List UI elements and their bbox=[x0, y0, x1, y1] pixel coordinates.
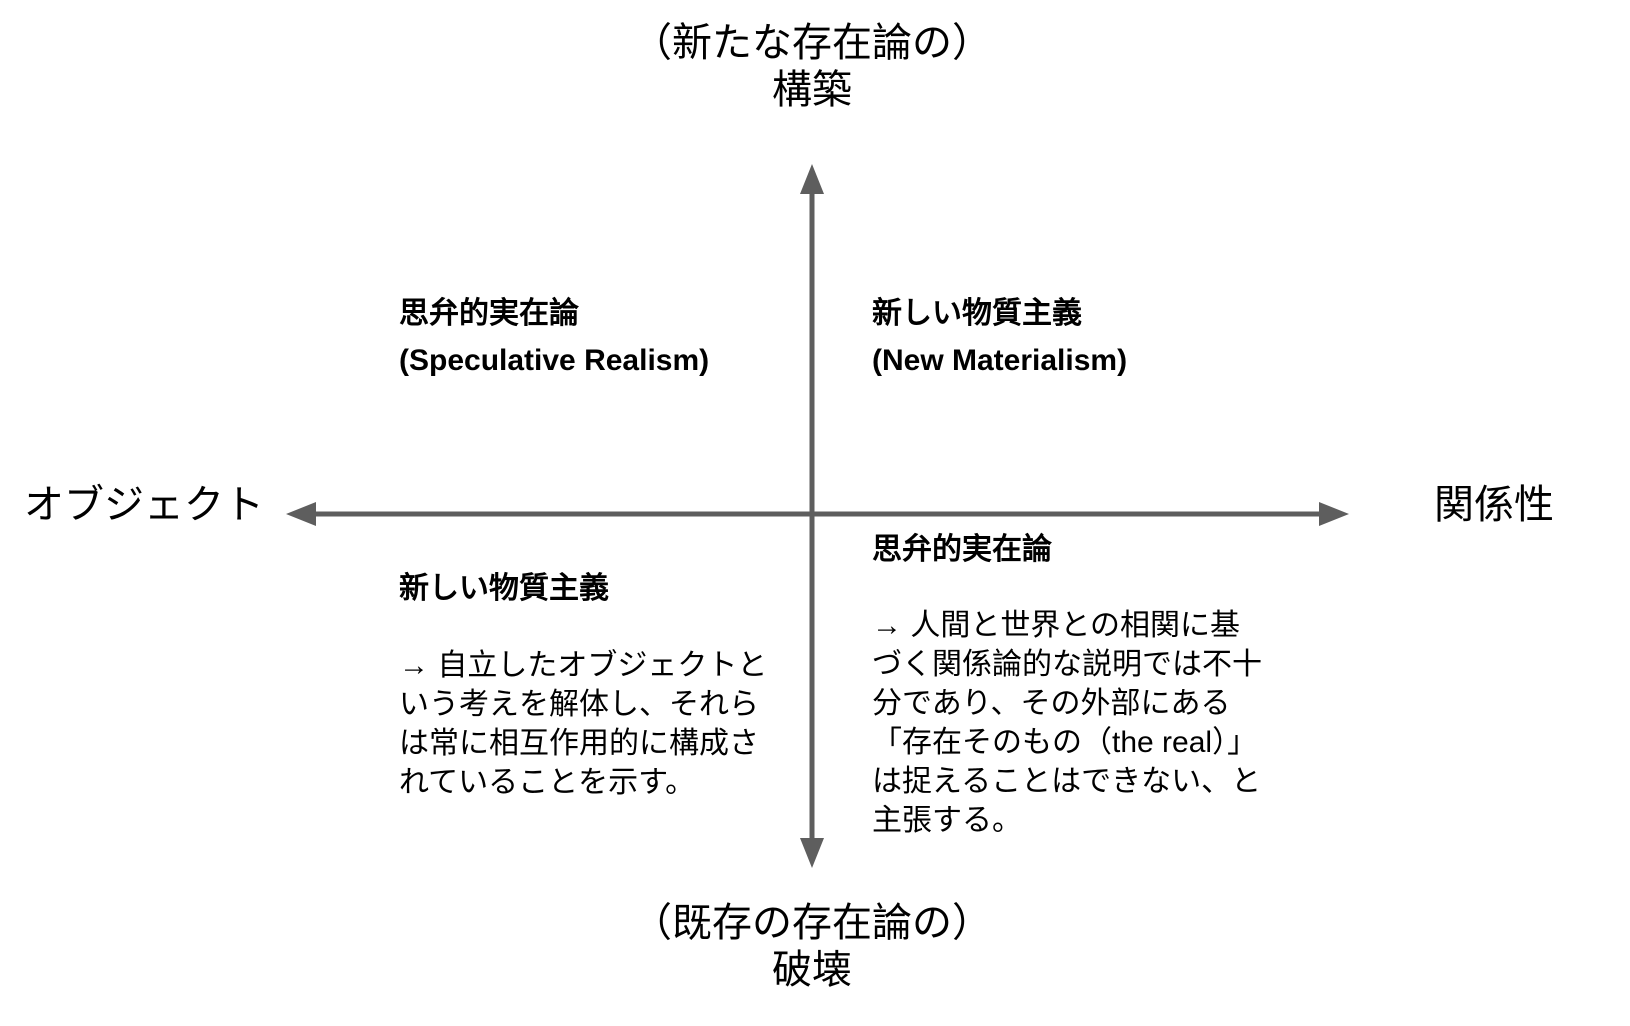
quadrant-bottom-left-body: → 自立したオブジェクトと いう考えを解体し、それら は常に相互作用的に構成さ … bbox=[399, 649, 768, 799]
arrowhead-up-icon bbox=[800, 164, 824, 194]
axis-label-left: オブジェクト bbox=[24, 483, 264, 527]
arrowhead-down-icon bbox=[800, 838, 824, 868]
quadrant-top-right-title: 新しい物質主義 (New Materialism) bbox=[872, 297, 1128, 377]
axis-label-right: 関係性 bbox=[1434, 483, 1554, 527]
axis-label-bottom: （既存の存在論の） 破壊 bbox=[632, 901, 992, 992]
quadrant-bottom-right-title: 思弁的実在論 bbox=[872, 533, 1052, 566]
arrowhead-right-icon bbox=[1319, 502, 1349, 526]
quadrant-top-left-title: 思弁的実在論 (Speculative Realism) bbox=[399, 297, 710, 377]
axis-label-top: （新たな存在論の） 構築 bbox=[632, 21, 992, 112]
arrowhead-left-icon bbox=[286, 502, 316, 526]
quadrant-bottom-right-body: → 人間と世界との相関に基 づく関係論的な説明では不十 分であり、その外部にある… bbox=[872, 609, 1262, 837]
quadrant-bottom-left-title: 新しい物質主義 bbox=[399, 572, 609, 605]
